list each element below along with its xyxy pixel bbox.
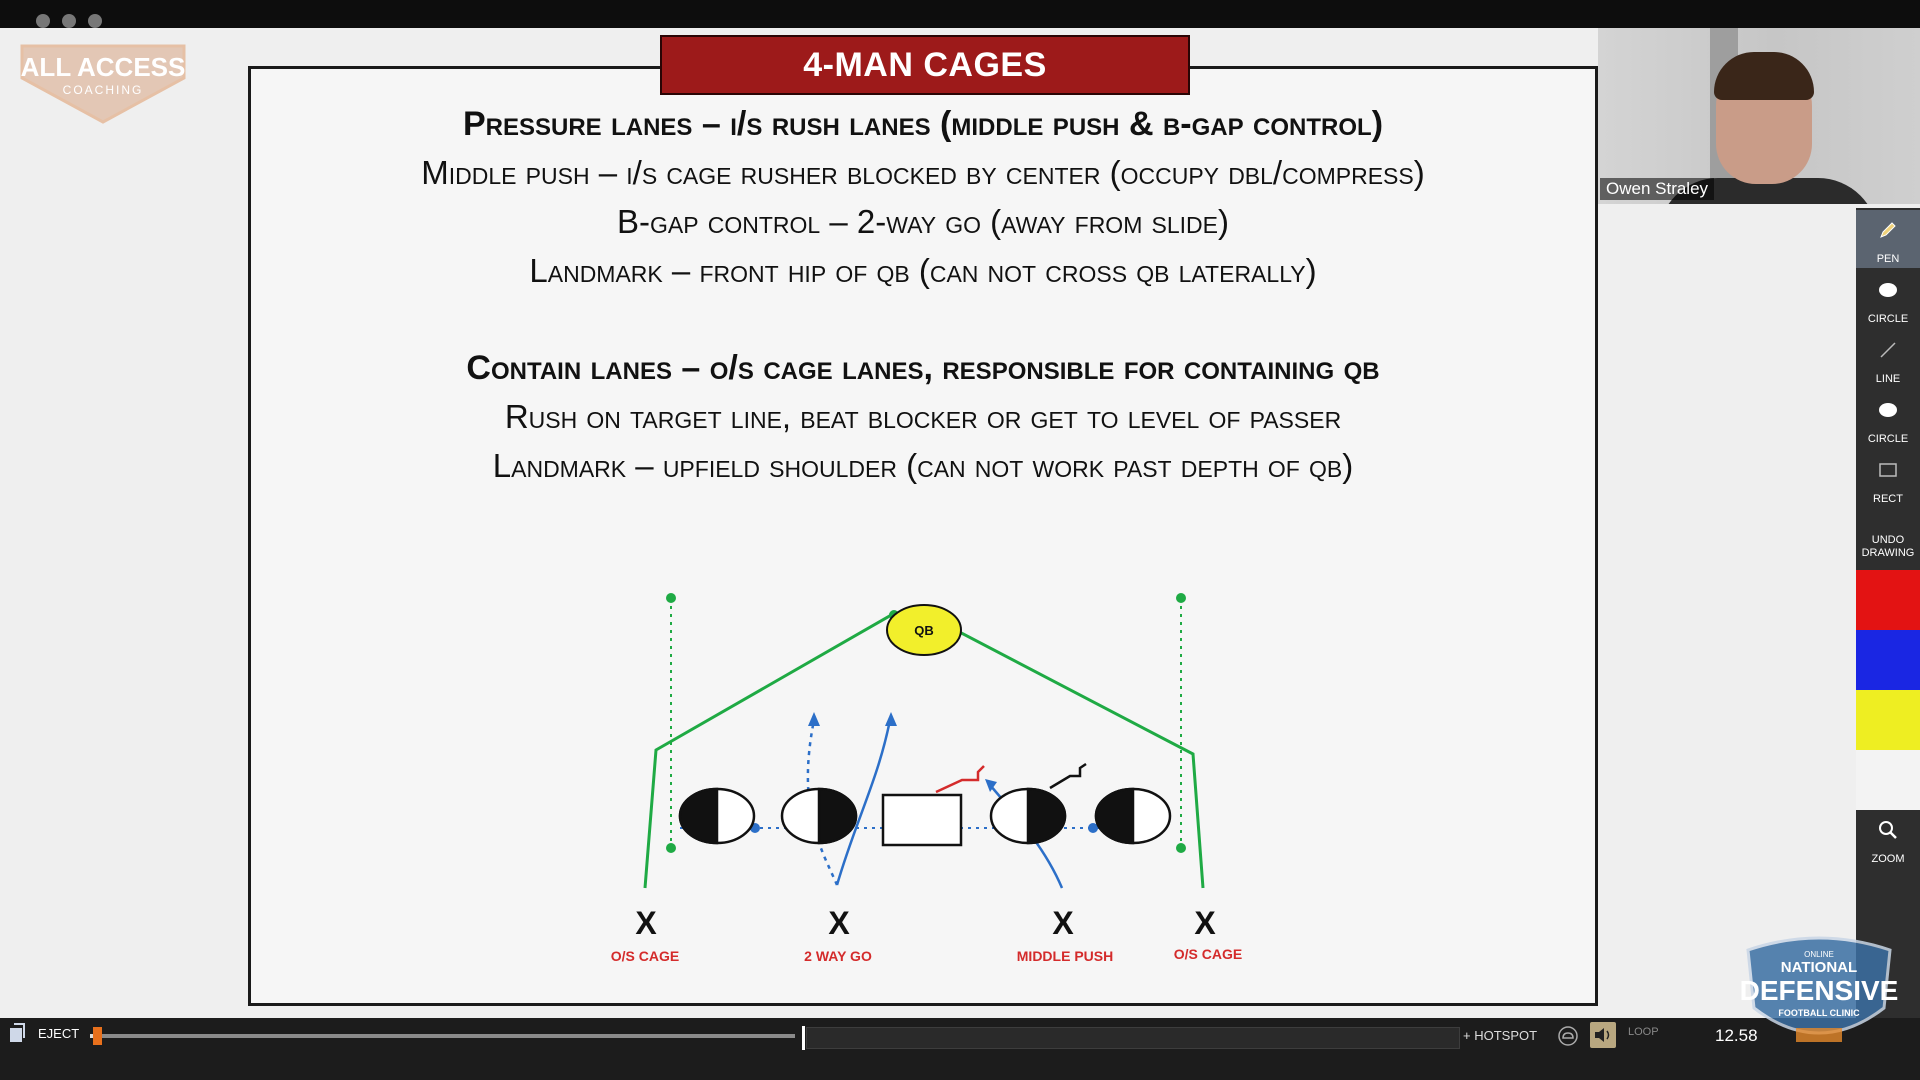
lineman-1 xyxy=(678,787,756,845)
undo-label-sub: DRAWING xyxy=(1861,547,1915,559)
slide-line-middle-push: Middle push – i/s cage rusher blocked by… xyxy=(421,154,1425,191)
slide-title-banner: 4-MAN CAGES xyxy=(660,35,1190,95)
color-swatch-yellow[interactable] xyxy=(1856,690,1920,750)
speaker-icon[interactable] xyxy=(1590,1022,1616,1048)
clinic-shield-logo: ONLINE NATIONAL DEFENSIVE FOOTBALL CLINI… xyxy=(1740,936,1899,1042)
undo-drawing-button[interactable]: UNDO DRAWING xyxy=(1856,534,1920,574)
rusher-x-3: X xyxy=(1052,905,1074,941)
qb-label: QB xyxy=(914,623,934,638)
clinic-line-1: NATIONAL xyxy=(1781,959,1857,976)
rusher-label-2: 2 WAY GO xyxy=(804,948,872,964)
lineman-2 xyxy=(780,787,858,845)
clinic-line-2: DEFENSIVE xyxy=(1740,975,1899,1006)
all-access-coaching-logo: ALL ACCESS COACHING xyxy=(20,44,186,124)
rusher-label-4: O/S CAGE xyxy=(1174,946,1242,962)
line-icon xyxy=(1880,342,1896,358)
center-lineman xyxy=(881,793,963,847)
tool-rect[interactable]: RECT xyxy=(1856,450,1920,508)
slide-frame xyxy=(248,66,1598,1006)
seek-thumb[interactable] xyxy=(93,1027,103,1045)
logo-text-main: ALL ACCESS xyxy=(21,52,186,82)
circle-icon xyxy=(1879,403,1897,417)
tool-circle[interactable]: CIRCLE xyxy=(1856,270,1920,328)
rushers: X O/S CAGE X 2 WAY GO X MIDDLE PUSH X O/… xyxy=(611,905,1242,964)
clinic-line-3: FOOTBALL CLINIC xyxy=(1778,1008,1860,1018)
eject-icon[interactable] xyxy=(8,1022,26,1044)
lineman-5 xyxy=(1094,787,1172,845)
logo-text-sub: COACHING xyxy=(63,83,144,97)
lineman-4 xyxy=(989,787,1067,845)
color-swatch-blue[interactable] xyxy=(1856,630,1920,690)
eject-button[interactable]: EJECT xyxy=(38,1026,80,1041)
window-maximize-button[interactable] xyxy=(88,14,102,28)
rusher-x-4: X xyxy=(1194,905,1216,941)
rusher-label-1: O/S CAGE xyxy=(611,948,679,964)
rusher-x-1: X xyxy=(635,905,657,941)
window-minimize-button[interactable] xyxy=(62,14,76,28)
slide-line-landmark-1: Landmark – front hip of qb (can not cros… xyxy=(529,252,1317,289)
slide-title: 4-MAN CAGES xyxy=(803,45,1047,84)
add-hotspot-button[interactable]: + HOTSPOT xyxy=(1463,1028,1538,1043)
color-swatch-red[interactable] xyxy=(1856,570,1920,630)
block-marks xyxy=(935,762,1087,794)
rect-icon xyxy=(1879,463,1897,477)
slide-line-contain-heading: Contain lanes – o/s cage lanes, responsi… xyxy=(466,349,1380,387)
offensive-linemen xyxy=(678,787,1172,847)
magnifier-icon xyxy=(1879,821,1897,839)
tool-pen[interactable]: PEN xyxy=(1856,210,1920,268)
window-controls xyxy=(36,14,102,28)
slide-line-target-line: Rush on target line, beat blocker or get… xyxy=(504,398,1342,435)
undo-label: UNDO xyxy=(1871,534,1905,546)
slide-line-pressure-heading: Pressure lanes – i/s rush lanes (middle … xyxy=(462,105,1384,143)
seek-track[interactable] xyxy=(90,1034,795,1038)
webcam-feed: Owen Straley xyxy=(1598,28,1920,204)
loop-button[interactable]: LOOP xyxy=(1628,1026,1659,1038)
tool-zoom[interactable]: ZOOM xyxy=(1856,810,1920,868)
timecode-display: 12.58 xyxy=(1715,1026,1758,1045)
tool-line[interactable]: LINE xyxy=(1856,330,1920,388)
tool-circle-2[interactable]: CIRCLE xyxy=(1856,390,1920,448)
cloud-icon[interactable] xyxy=(1556,1024,1580,1048)
window-close-button[interactable] xyxy=(36,14,50,28)
cage-diagram: QB X O/S CAGE X 2 WAY GO X MIDDLE PUSH X… xyxy=(611,593,1242,964)
dotted-guides xyxy=(670,598,1182,848)
drawing-toolbar: PEN CIRCLE LINE CIRCLE RECT UNDO DRAWING… xyxy=(1856,208,1920,1018)
hotspot-timeline[interactable] xyxy=(806,1027,1460,1049)
seek-marker[interactable] xyxy=(802,1026,805,1050)
window-title-bar xyxy=(0,0,1920,28)
rusher-x-2: X xyxy=(828,905,850,941)
rusher-label-3: MIDDLE PUSH xyxy=(1017,948,1113,964)
qb-marker: QB xyxy=(886,604,962,656)
circle-icon xyxy=(1879,283,1897,297)
pen-icon xyxy=(1880,222,1896,238)
presenter-name: Owen Straley xyxy=(1600,178,1715,200)
color-swatch-white[interactable] xyxy=(1856,750,1920,810)
slide-line-landmark-2: Landmark – upfield shoulder (can not wor… xyxy=(492,447,1354,484)
slide-line-b-gap: B-gap control – 2-way go (away from slid… xyxy=(617,203,1229,240)
clinic-tag: ONLINE xyxy=(1804,950,1834,959)
